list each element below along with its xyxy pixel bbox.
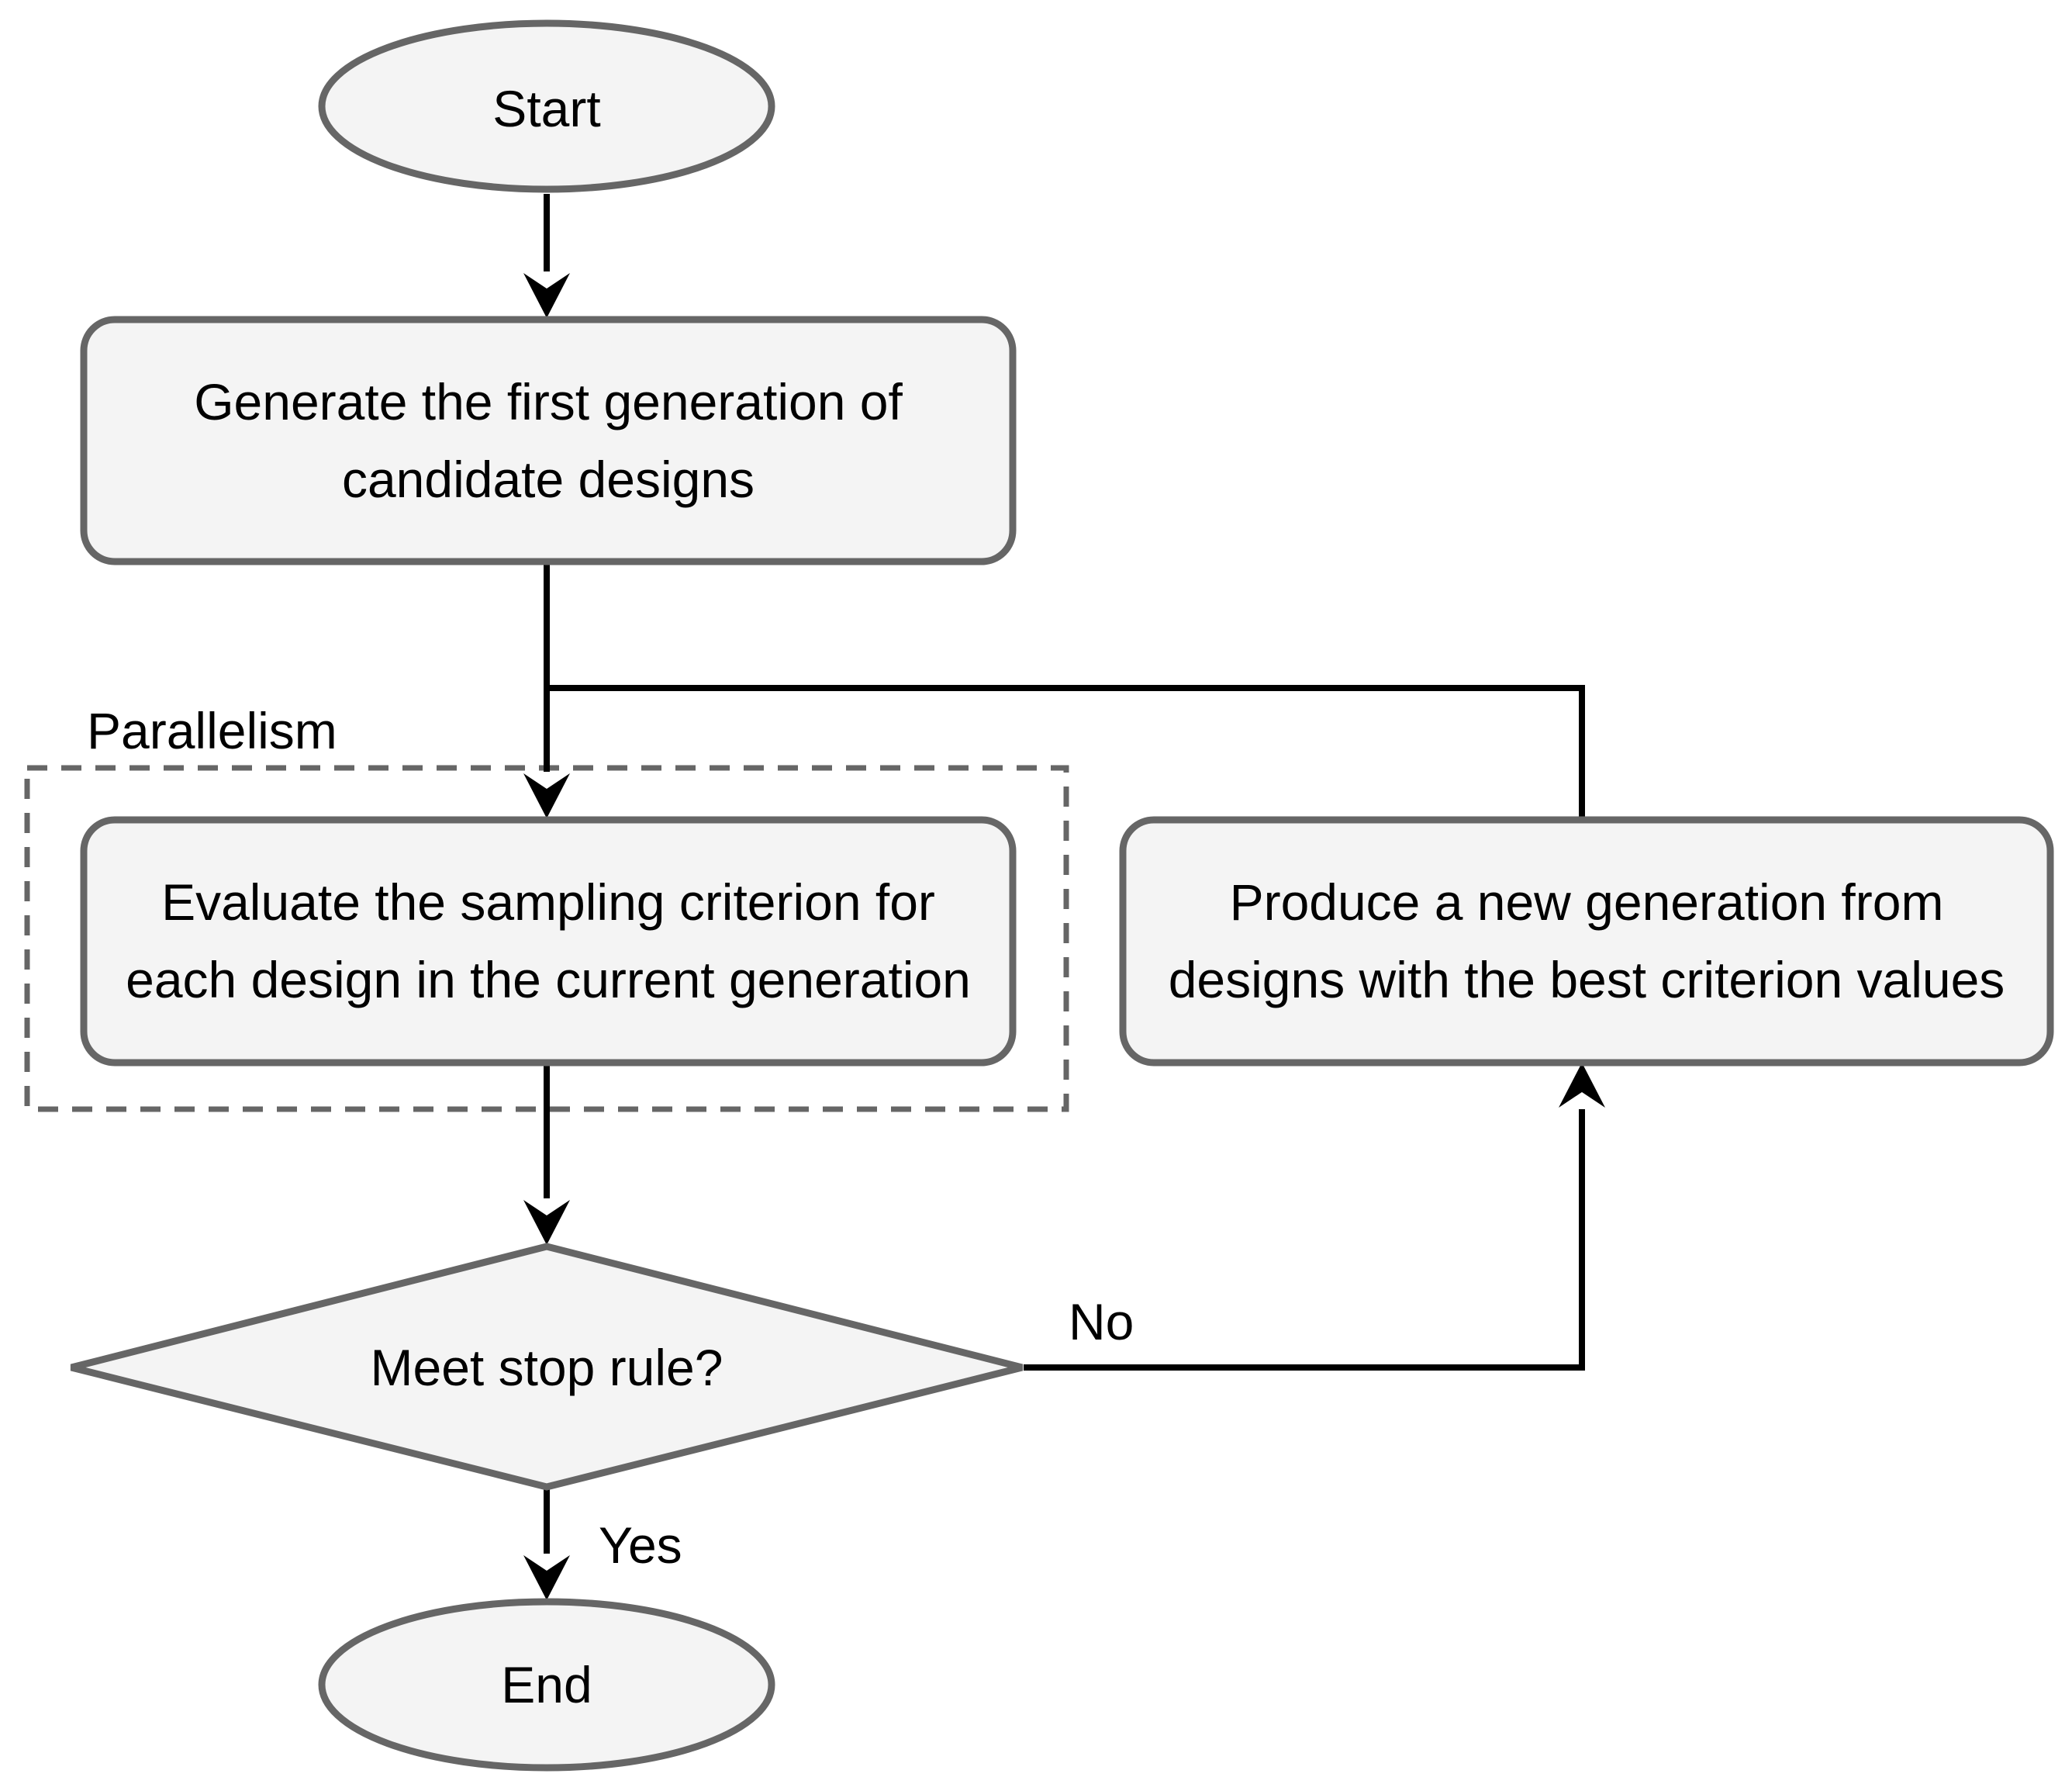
arrowhead-decision-to-end	[523, 1555, 570, 1600]
start-label: Start	[492, 80, 601, 137]
evaluate-label: Evaluate the sampling criterion for each…	[126, 873, 971, 1008]
edge-produce-to-evaluate	[547, 685, 1585, 818]
produce-node-shape	[1119, 816, 2054, 1067]
generate-label: Generate the first generation of candida…	[194, 373, 903, 508]
no-label: No	[1069, 1293, 1134, 1350]
decision-label: Meet stop rule?	[370, 1339, 723, 1396]
decision-node-shape	[70, 1243, 1024, 1491]
edge-decision-to-produce	[1024, 1109, 1585, 1371]
arrowhead-start-to-generate	[523, 273, 570, 318]
start-node-shape	[318, 19, 775, 193]
produce-label: Produce a new generation from designs wi…	[1168, 873, 2005, 1008]
arrowhead-evaluate-to-decision	[523, 1200, 570, 1245]
parallelism-label: Parallelism	[87, 702, 337, 759]
yes-label: Yes	[599, 1516, 682, 1574]
end-node-shape	[318, 1598, 775, 1772]
evaluate-node-shape	[80, 816, 1017, 1067]
arrowhead-decision-to-produce	[1559, 1063, 1605, 1108]
arrowhead-generate-to-evaluate	[523, 773, 570, 818]
end-label: End	[501, 1656, 592, 1713]
generate-node-shape	[80, 316, 1017, 565]
